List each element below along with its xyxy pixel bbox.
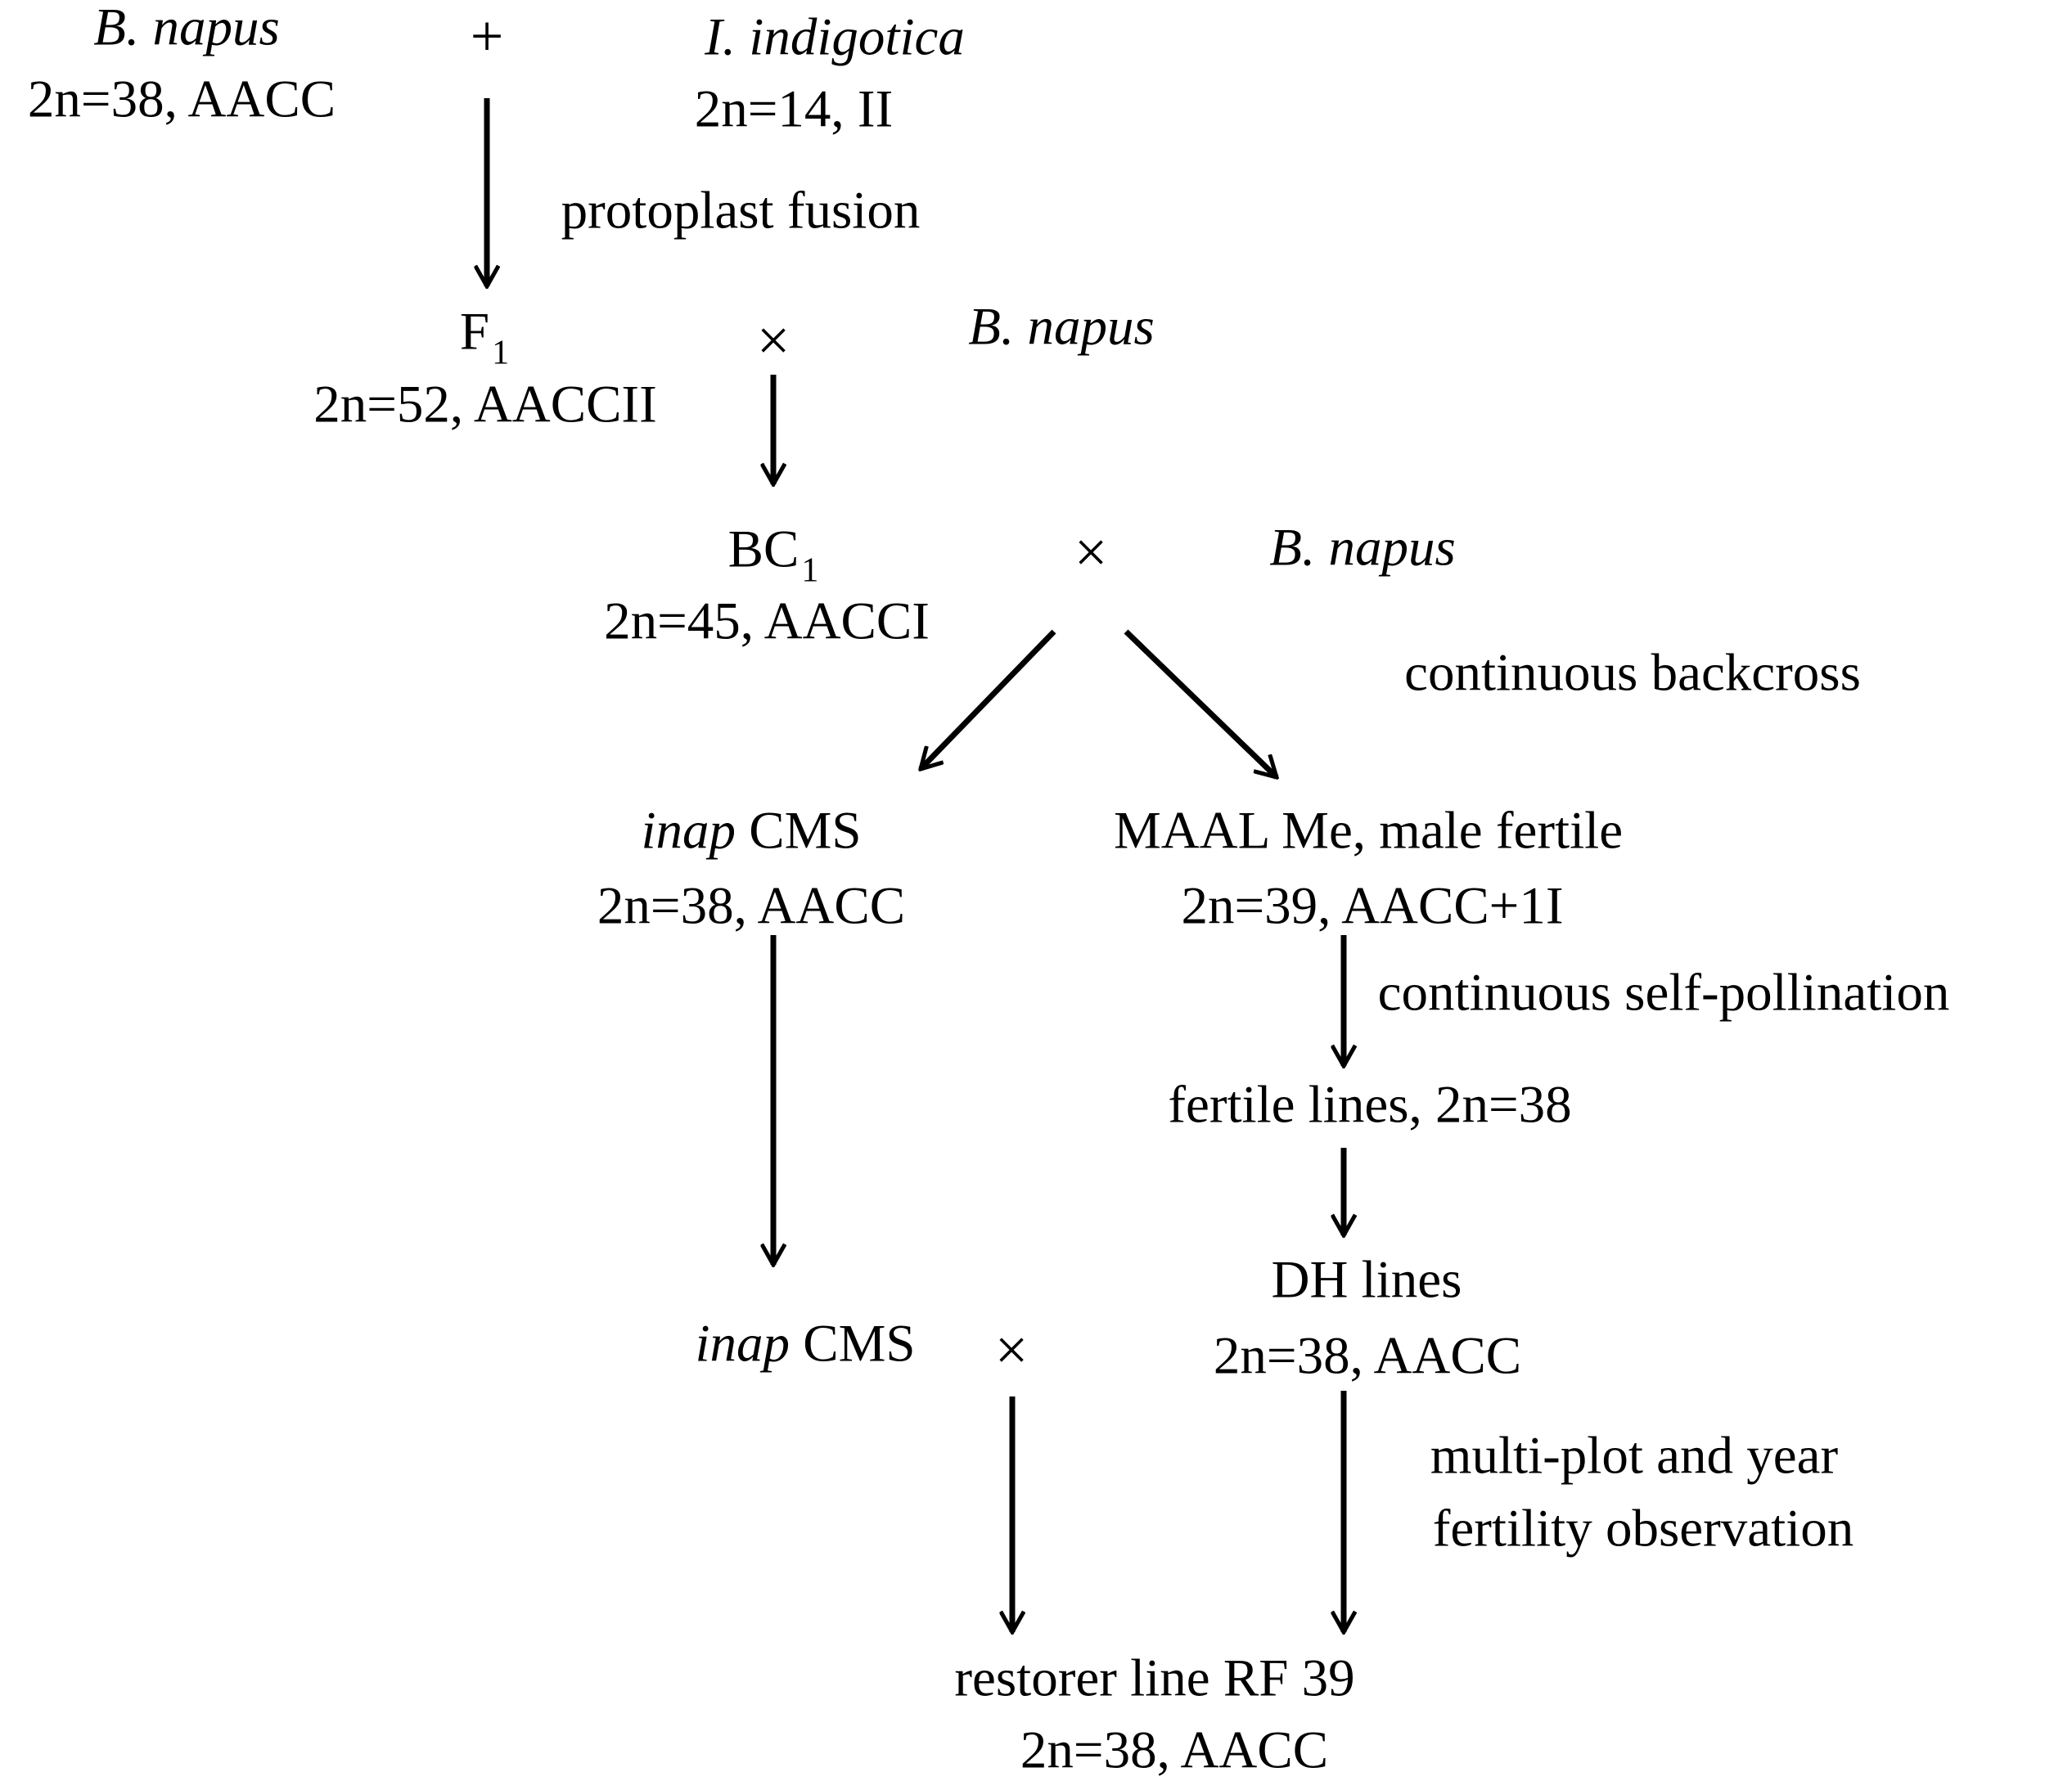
f1-label: F1 [459, 302, 509, 371]
bc1-letters: BC [727, 519, 800, 579]
bc1-label: BC1 [728, 523, 819, 588]
step-protoplast-fusion: protoplast fusion [561, 181, 921, 241]
maal-label: MAAL Me, male fertile [1113, 801, 1624, 861]
inap-cms-final-italic: inap [695, 1314, 790, 1374]
backcross-parent-1: B. napus [968, 297, 1155, 357]
step-observation-line1: multi-plot and year [1430, 1426, 1839, 1486]
arrow-bc1-to-maal [1124, 629, 1277, 777]
parent2-karyotype: 2n=14, II [694, 79, 894, 139]
f1-karyotype: 2n=52, AACCII [313, 375, 657, 434]
step-self-pollination: continuous self-pollination [1377, 963, 1950, 1023]
parent1-species: B. napus [93, 0, 280, 57]
arrow-bc1-to-inap-cms [921, 629, 1056, 769]
backcross-parent-2: B. napus [1269, 518, 1456, 578]
restorer-line-karyotype: 2n=38, AACC [1020, 1720, 1329, 1780]
cross-symbol-cms: × [994, 1317, 1029, 1383]
cross-symbol-f1: × [756, 308, 791, 373]
cross-symbol-bc1: × [1074, 519, 1108, 585]
fertile-lines: fertile lines, 2n=38 [1168, 1075, 1572, 1135]
restorer-line-label: restorer line RF 39 [954, 1648, 1355, 1708]
step-observation-line2: fertility observation [1432, 1499, 1854, 1558]
inap-cms-karyotype: 2n=38, AACC [597, 876, 906, 936]
inap-cms-final-rest: CMS [790, 1314, 916, 1374]
bc1-subscript: 1 [801, 551, 819, 590]
inap-cms-label: inap CMS [641, 801, 862, 861]
plus-sign: + [470, 3, 504, 69]
parent1-karyotype: 2n=38, AACC [27, 70, 336, 129]
dh-lines-label: DH lines [1271, 1250, 1462, 1310]
step-continuous-backcross: continuous backcross [1404, 643, 1861, 703]
f1-subscript: 1 [492, 334, 510, 372]
inap-cms-final-label: inap CMS [695, 1314, 916, 1374]
bc1-karyotype: 2n=45, AACCI [604, 591, 930, 651]
f1-letter: F [459, 302, 490, 362]
dh-lines-karyotype: 2n=38, AACC [1213, 1326, 1522, 1386]
parent2-species: I. indigotica [705, 7, 965, 67]
inap-cms-rest: CMS [736, 801, 862, 861]
maal-karyotype: 2n=39, AACC+1I [1181, 876, 1564, 936]
inap-cms-italic: inap [641, 801, 736, 861]
